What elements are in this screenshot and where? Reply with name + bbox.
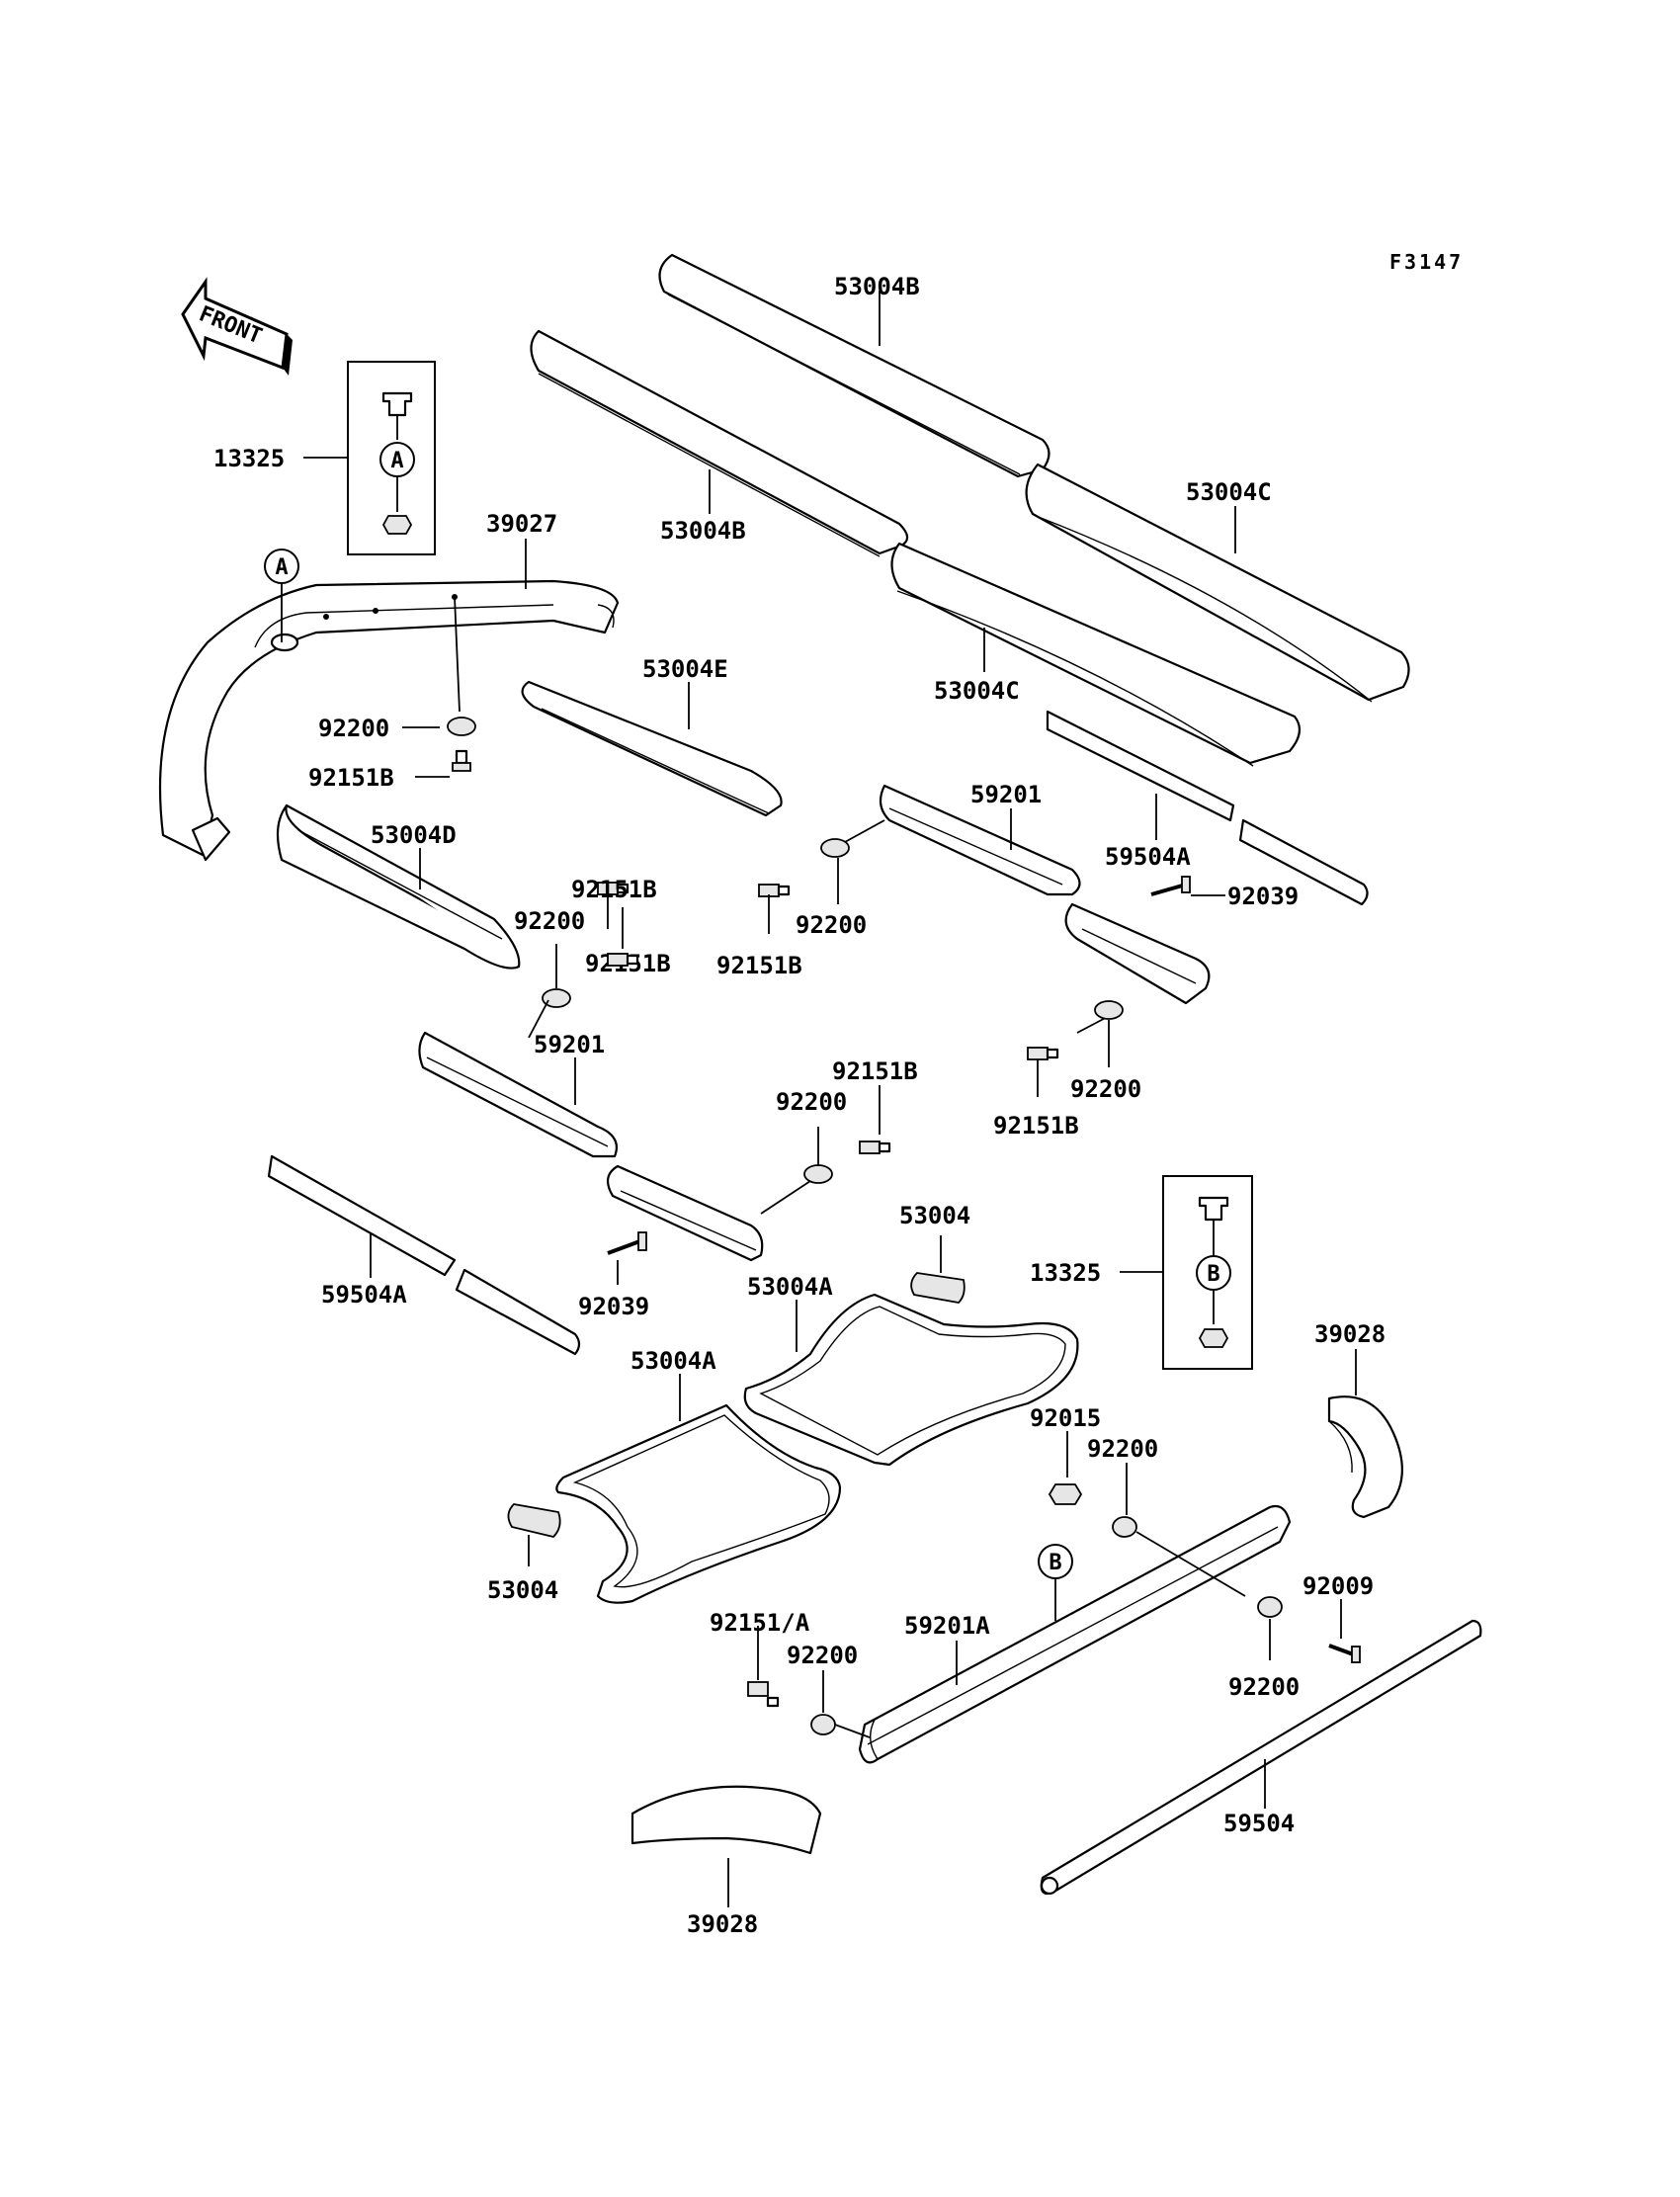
mat-53004c-right <box>1025 463 1410 703</box>
label-92200-d: 92200 <box>514 907 585 935</box>
ref-mark-a-label: A <box>390 449 403 473</box>
washer-icon <box>1094 1000 1124 1020</box>
nut-icon <box>1048 1483 1083 1505</box>
detail-box-b: B <box>1162 1175 1253 1370</box>
label-53004d: 53004D <box>371 821 457 849</box>
washer-icon <box>1257 1596 1283 1618</box>
bolt-icon <box>1328 1644 1361 1663</box>
rail-59504a-right <box>1046 710 1369 906</box>
bolt-icon <box>859 1141 891 1154</box>
label-92200-f: 92200 <box>1087 1435 1158 1463</box>
washer-icon <box>803 1164 833 1184</box>
rail-59504a-left <box>267 1154 581 1356</box>
label-53004a-right: 53004A <box>747 1273 833 1301</box>
figure-code: F3147 <box>1389 250 1464 274</box>
label-59201-top: 59201 <box>970 781 1042 808</box>
ref-mark-b2-label: B <box>1049 1551 1061 1575</box>
label-92200-e: 92200 <box>776 1088 847 1116</box>
label-59201-left: 59201 <box>534 1031 605 1058</box>
washer-icon <box>820 838 850 858</box>
label-92200-c: 92200 <box>1070 1075 1141 1103</box>
label-53004c-right: 53004C <box>1186 478 1272 506</box>
guard-39027 <box>158 579 620 862</box>
label-92151b-c: 92151B <box>716 952 802 979</box>
rail-59201a <box>858 1504 1292 1764</box>
label-39028-right: 39028 <box>1314 1320 1386 1348</box>
rail-59504 <box>1040 1619 1482 1896</box>
label-92200-b: 92200 <box>796 911 867 939</box>
detail-box-a: A <box>347 361 436 555</box>
label-53004a-left: 53004A <box>630 1347 716 1375</box>
label-53004b-mid: 53004B <box>660 517 746 545</box>
mat-53004a-left <box>555 1403 842 1604</box>
rail-59201-top <box>879 784 1211 1005</box>
label-59504a-left: 59504A <box>321 1281 407 1309</box>
pad-53004-top <box>910 1272 966 1304</box>
label-59504: 59504 <box>1223 1810 1295 1837</box>
washer-icon <box>1112 1516 1137 1538</box>
rail-59201-left <box>418 1031 764 1262</box>
pad-53004e <box>521 680 783 817</box>
label-92151b-b2: 92151B <box>571 876 657 903</box>
rivet-icon <box>607 1231 647 1255</box>
label-53004-top: 53004 <box>899 1202 970 1229</box>
label-92039-right: 92039 <box>1227 883 1299 910</box>
label-92151b-a: 92151B <box>308 764 394 792</box>
label-92039-left: 92039 <box>578 1293 649 1320</box>
nut-icon <box>1198 1328 1229 1348</box>
nut-icon <box>381 515 413 535</box>
rivet-icon <box>1150 876 1191 896</box>
bumper-39028-right <box>1327 1395 1403 1519</box>
mat-53004a-right <box>743 1293 1079 1467</box>
pad-53004-bottom <box>507 1503 561 1538</box>
label-13325-b: 13325 <box>1030 1259 1101 1287</box>
label-92200-a: 92200 <box>318 715 389 742</box>
front-arrow-icon: FRONT <box>181 277 293 376</box>
washer-icon <box>810 1714 836 1735</box>
washer-icon <box>447 717 476 736</box>
label-53004c-mid: 53004C <box>934 677 1020 705</box>
bolt-icon <box>452 749 471 772</box>
mat-53004b-mid <box>530 329 909 557</box>
label-53004e: 53004E <box>642 655 728 683</box>
bolt-icon <box>381 391 413 417</box>
label-53004-bottom: 53004 <box>487 1576 558 1604</box>
label-53004b-top: 53004B <box>834 273 920 300</box>
label-39028-bottom: 39028 <box>687 1910 758 1938</box>
mat-53004b-top <box>658 253 1050 478</box>
mat-53004c-mid <box>890 542 1302 767</box>
label-39027: 39027 <box>486 510 557 538</box>
label-13325-a: 13325 <box>213 445 285 472</box>
washer-icon <box>542 988 571 1008</box>
label-92015: 92015 <box>1030 1404 1101 1432</box>
bolt-icon <box>758 884 791 897</box>
label-59201a: 59201A <box>904 1612 990 1640</box>
bolt-icon <box>1198 1196 1229 1222</box>
bolt-icon <box>1027 1047 1059 1060</box>
label-59504a-right: 59504A <box>1105 843 1191 871</box>
label-92151a: 92151/A <box>710 1609 810 1637</box>
label-92009: 92009 <box>1302 1572 1374 1600</box>
label-92151b-d: 92151B <box>832 1057 918 1085</box>
ref-mark-a2-label: A <box>275 555 288 580</box>
ref-mark-b-label: B <box>1207 1262 1219 1287</box>
label-92200-h: 92200 <box>787 1642 858 1669</box>
bolt-icon <box>607 953 639 967</box>
bolt-icon <box>597 882 630 895</box>
label-92200-g: 92200 <box>1228 1673 1300 1701</box>
label-92151b-e: 92151B <box>993 1112 1079 1140</box>
bolt-icon <box>747 1681 780 1708</box>
pad-53004d <box>276 803 521 970</box>
bumper-39028-bottom <box>630 1785 822 1855</box>
